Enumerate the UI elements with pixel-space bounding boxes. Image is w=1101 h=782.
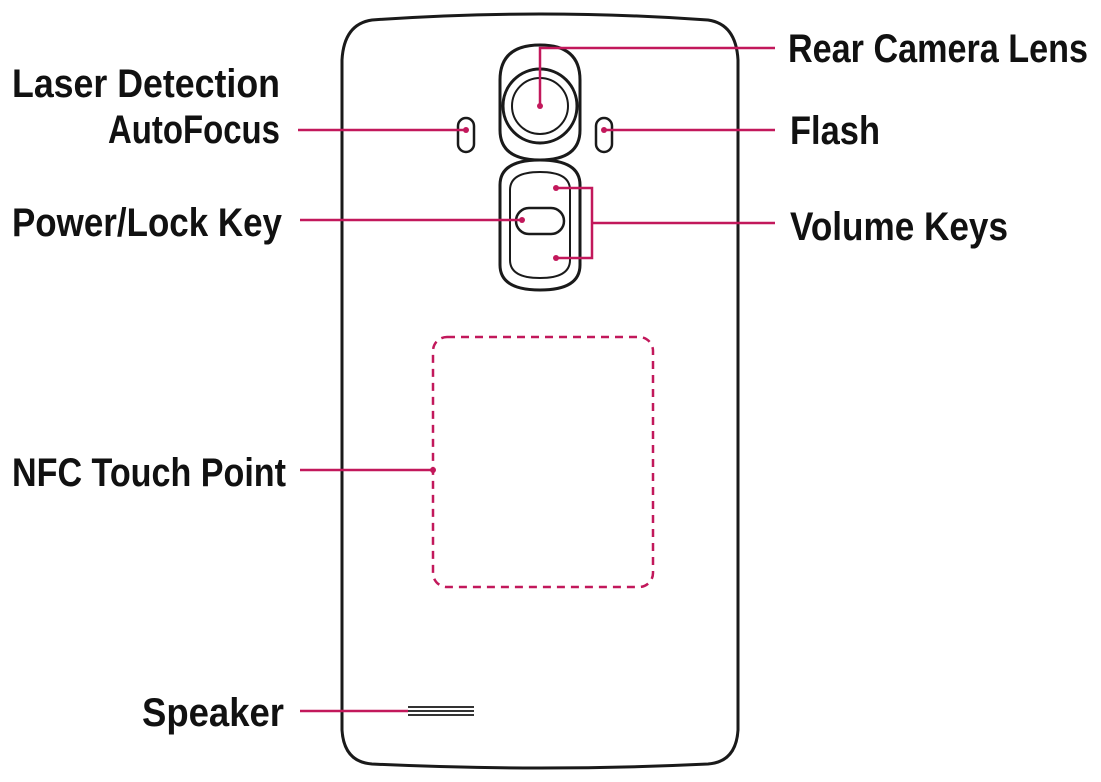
- phone-body-outline: [340, 12, 740, 770]
- flash-icon: [594, 116, 614, 154]
- flash-dot: [601, 127, 607, 133]
- speaker-label: Speaker: [142, 691, 284, 735]
- laser-af-label-line2: AutoFocus: [108, 108, 280, 152]
- key-housing-inner: [509, 170, 571, 280]
- nfc-touch-point-area: [431, 335, 655, 589]
- key-housing-outer: [498, 158, 582, 292]
- power-lock-dot: [519, 217, 525, 223]
- key-assembly: [498, 158, 582, 292]
- power-lock-key-label: Power/Lock Key: [12, 201, 283, 245]
- laser-af-sensor: [456, 116, 476, 154]
- speaker-grille: [408, 706, 474, 716]
- volume-down-dot: [553, 255, 559, 261]
- rear-camera-lens-dot: [537, 103, 543, 109]
- camera-housing: [498, 43, 582, 162]
- leader-dots: [430, 103, 607, 473]
- volume-keys-bracket: [556, 186, 594, 260]
- volume-up-dot: [553, 185, 559, 191]
- rear-camera-lens-leader: [538, 46, 775, 106]
- leader-lines: [298, 46, 775, 713]
- rear-camera-lens-label: Rear Camera Lens: [788, 27, 1088, 71]
- laser-af-dot: [463, 127, 469, 133]
- flash-label: Flash: [790, 109, 880, 153]
- volume-keys-label: Volume Keys: [790, 205, 1008, 249]
- laser-af-label-line1: Laser Detection: [12, 62, 280, 106]
- nfc-touch-point-label: NFC Touch Point: [12, 451, 286, 495]
- nfc-dot: [430, 467, 436, 473]
